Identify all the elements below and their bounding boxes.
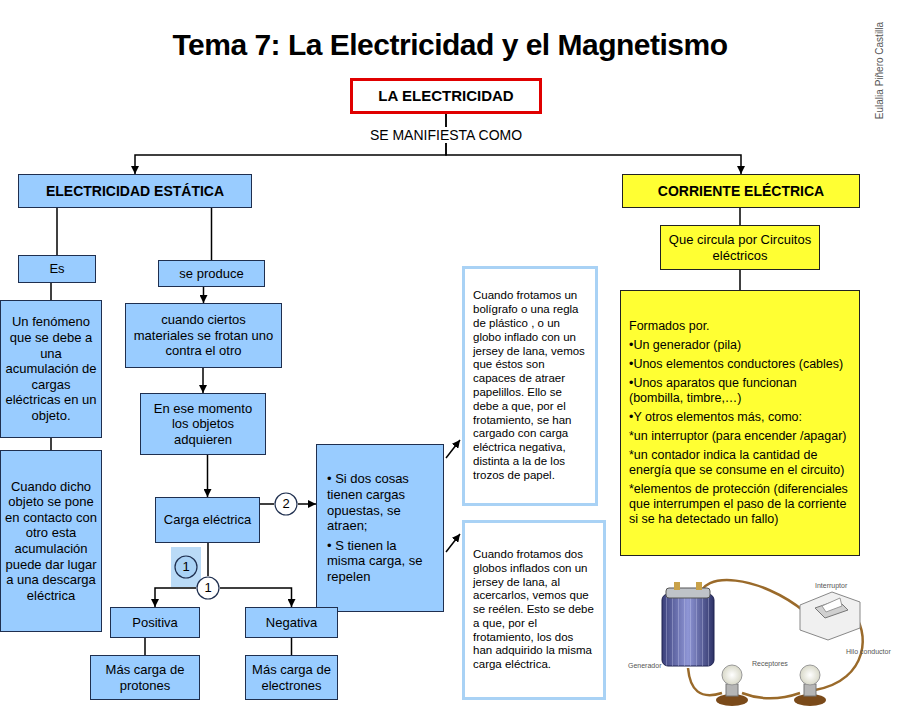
node-text: *un interruptor (para encender /apagar) xyxy=(629,429,851,444)
concept-box: Un fenómeno que se debe a una acumulació… xyxy=(0,300,102,438)
concept-box: LA ELECTRICIDAD xyxy=(350,78,542,114)
node-text: Es xyxy=(23,261,91,277)
concept-box: ELECTRICIDAD ESTÁTICA xyxy=(18,174,252,208)
part-label: Interruptor xyxy=(815,582,847,589)
connector xyxy=(56,208,58,255)
connector xyxy=(739,270,741,290)
node-text: ELECTRICIDAD ESTÁTICA xyxy=(23,183,247,200)
concept-box: CORRIENTE ELÉCTRICA xyxy=(622,174,860,208)
watermark: Eulalia Piñero Castilla xyxy=(875,21,886,118)
concept-box: Formados por. •Un generador (pila) •Unos e… xyxy=(620,290,860,556)
node-text: Cuando frotamos un bolígrafo o una regla… xyxy=(473,289,587,482)
node-text: •Un generador (pila) xyxy=(629,338,851,353)
callout-number: 2 xyxy=(274,492,298,516)
connector xyxy=(260,503,274,505)
node-text: Cuando frotamos dos globos inflados con … xyxy=(473,548,595,672)
node-text: Carga eléctrica xyxy=(160,512,255,528)
connector xyxy=(144,638,146,655)
part-label: Generador xyxy=(628,662,661,669)
node-text: Formados por. xyxy=(629,319,851,334)
bulb xyxy=(716,665,826,706)
node-text: *elementos de protección (diferenciales … xyxy=(629,482,851,527)
page-title: Tema 7: La Electricidad y el Magnetismo xyxy=(0,28,900,62)
concept-box: Que circula por Circuitos eléctricos xyxy=(660,225,820,270)
node-text: En ese momento los objetos adquieren xyxy=(145,401,261,448)
connector xyxy=(446,534,460,552)
node-text: •Unos aparatos que funcionan (bombilla, … xyxy=(629,376,851,406)
connector xyxy=(207,543,209,576)
callout-number: 1 xyxy=(174,555,198,579)
part-label: Receptores xyxy=(752,660,788,667)
node-text: se produce xyxy=(163,266,260,282)
concept-box: • Si dos cosas tienen cargas opuestas, s… xyxy=(316,444,444,612)
node-text: Que circula por Circuitos eléctricos xyxy=(665,232,815,263)
connector xyxy=(203,287,205,303)
connector xyxy=(446,440,460,458)
connector xyxy=(211,208,213,260)
node-text: CORRIENTE ELÉCTRICA xyxy=(627,183,855,200)
node-text: Más carga de electrones xyxy=(250,662,333,693)
node-text: cuando ciertos materiales se frotan uno … xyxy=(130,312,277,359)
node-text: Un fenómeno que se debe a una acumulació… xyxy=(5,314,97,423)
connector xyxy=(220,588,292,607)
battery xyxy=(662,582,714,666)
node-text: Más carga de protones xyxy=(95,662,195,693)
concept-box: Cuando dicho objeto se pone en contacto … xyxy=(0,450,102,632)
concept-box: Más carga de protones xyxy=(90,655,200,700)
callout-number: 1 xyxy=(196,576,220,600)
node-text: 2 xyxy=(274,496,298,512)
concept-box: En ese momento los objetos adquieren xyxy=(140,393,266,455)
concept-box: Positiva xyxy=(110,607,200,638)
node-text: LA ELECTRICIDAD xyxy=(357,87,535,105)
node-text: •Unos elementos conductores (cables) xyxy=(629,357,851,372)
concept-box: Negativa xyxy=(245,607,338,638)
node-text: Cuando dicho objeto se pone en contacto … xyxy=(5,479,97,604)
concept-box: cuando ciertos materiales se frotan uno … xyxy=(125,303,282,368)
connector xyxy=(291,638,293,655)
node-text: • S tienen la misma carga, se repelen xyxy=(327,538,433,585)
connector xyxy=(135,114,446,174)
connector xyxy=(446,114,741,174)
connector xyxy=(50,283,52,300)
node-text: 1 xyxy=(196,580,220,596)
node-text: • Si dos cosas tienen cargas opuestas, s… xyxy=(327,471,433,533)
concept-box: se produce xyxy=(158,260,265,287)
node-text: Negativa xyxy=(250,615,333,631)
concept-box: Es xyxy=(18,255,96,283)
node-text: •Y otros elementos más, como: xyxy=(629,410,851,425)
part-label: Hilo conductor xyxy=(846,648,891,655)
connector xyxy=(202,368,204,393)
connector xyxy=(739,208,741,225)
connector xyxy=(298,503,316,505)
connector xyxy=(155,588,196,607)
concept-box: Carga eléctrica xyxy=(155,497,260,543)
edge-label: SE MANIFIESTA COMO xyxy=(364,127,528,143)
concept-box: Cuando frotamos dos globos inflados con … xyxy=(462,520,606,700)
switch xyxy=(800,592,860,640)
concept-box: Cuando frotamos un bolígrafo o una regla… xyxy=(462,266,598,506)
node-text: 1 xyxy=(174,559,198,575)
concept-box: Más carga de electrones xyxy=(245,655,338,700)
connector xyxy=(207,455,209,497)
node-text: *un contador indica la cantidad de energ… xyxy=(629,448,851,478)
node-text: Positiva xyxy=(115,615,195,631)
connector xyxy=(50,438,52,450)
